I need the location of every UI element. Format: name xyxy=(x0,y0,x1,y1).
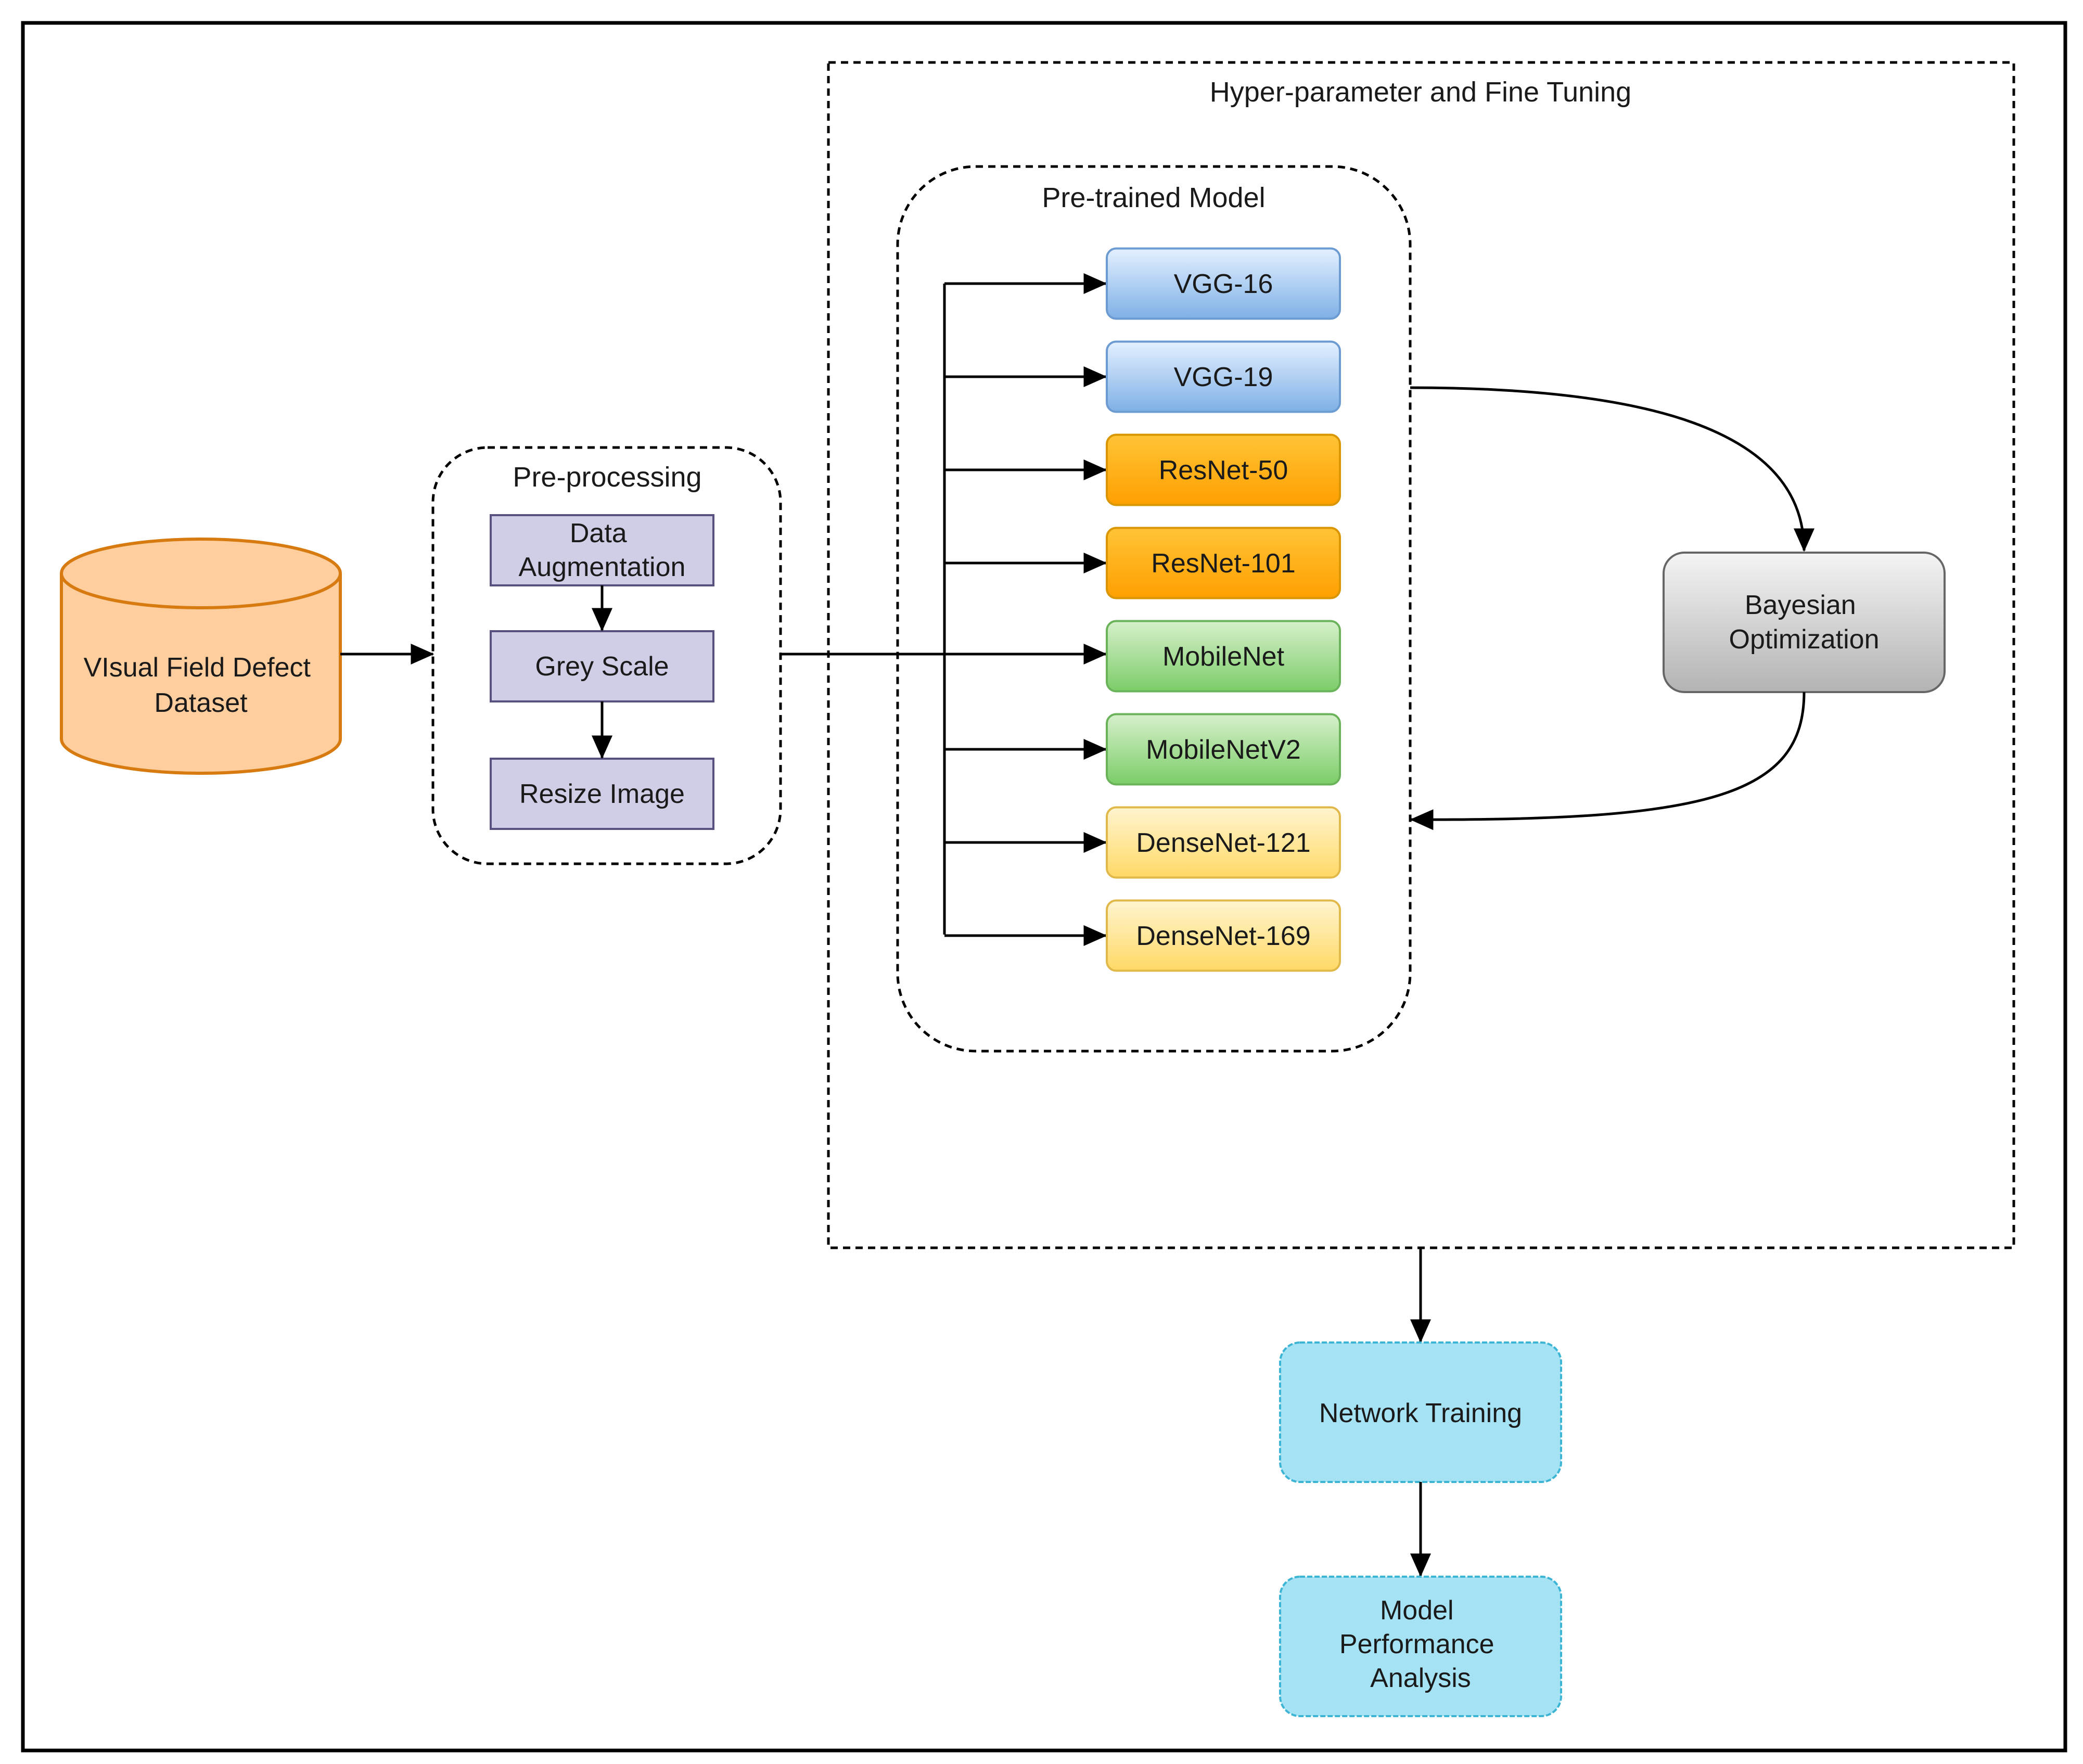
model-box-vgg-19 xyxy=(1106,340,1341,413)
preprocessing-title: Pre-processing xyxy=(513,462,701,493)
model-label-mobilenetv2: MobileNetV2 xyxy=(1146,735,1301,765)
model-label-resnet-101: ResNet-101 xyxy=(1151,548,1295,579)
model-box-resnet-50 xyxy=(1106,433,1341,506)
resize-image-label: Resize Image xyxy=(519,779,685,809)
dataset-label-line-1: VIsual Field Defect xyxy=(84,653,311,683)
data-augmentation-label-line-1: Data xyxy=(570,518,627,548)
model-box-resnet-101 xyxy=(1106,527,1341,599)
network-training-label: Network Training xyxy=(1319,1398,1522,1428)
data-augmentation-label-line-2: Augmentation xyxy=(519,552,686,582)
model-box-densenet-169 xyxy=(1106,899,1341,972)
model-label-densenet-169: DenseNet-169 xyxy=(1136,921,1310,951)
model-box-mobilenetv2 xyxy=(1106,713,1341,786)
model-label-vgg-16: VGG-16 xyxy=(1174,269,1273,299)
model-box-mobilenet xyxy=(1106,620,1341,693)
arrow-models-to-bayesian xyxy=(1410,386,1814,552)
figure-border xyxy=(21,21,2067,1753)
hyperparameter-frame-title: Hyper-parameter and Fine Tuning xyxy=(1210,76,1631,108)
bayesian-optimization-label-line-2: Optimization xyxy=(1729,624,1880,655)
dataset-node: VIsual Field Defect Dataset xyxy=(60,538,342,775)
model-label-resnet-50: ResNet-50 xyxy=(1159,455,1288,485)
model-performance-analysis-line-1: Model xyxy=(1380,1595,1454,1626)
model-box-densenet-121 xyxy=(1106,806,1341,879)
model-performance-analysis-label: Model Performance Analysis xyxy=(1339,1595,1502,1693)
model-performance-analysis-line-3: Analysis xyxy=(1370,1663,1471,1693)
dataset-label: VIsual Field Defect Dataset xyxy=(84,653,318,718)
network-training-box xyxy=(1279,1341,1562,1483)
model-performance-analysis-box xyxy=(1279,1576,1562,1717)
grey-scale-label: Grey Scale xyxy=(535,651,669,682)
model-label-densenet-121: DenseNet-121 xyxy=(1136,828,1310,858)
bayesian-optimization-label: Bayesian Optimization xyxy=(1729,590,1880,655)
bayesian-optimization-box xyxy=(1663,552,1946,693)
bayesian-optimization-label-line-1: Bayesian xyxy=(1745,590,1856,620)
model-label-mobilenet: MobileNet xyxy=(1162,642,1285,672)
model-performance-analysis-line-2: Performance xyxy=(1339,1629,1494,1659)
data-augmentation-box xyxy=(490,514,714,586)
dataset-cylinder-body xyxy=(60,573,342,775)
preprocessing-group xyxy=(431,446,782,865)
arrow-bayesian-to-models xyxy=(1410,692,1806,830)
pretrained-model-group xyxy=(896,165,1412,1053)
model-box-vgg-16 xyxy=(1106,247,1341,320)
dataset-cylinder-top xyxy=(60,538,342,609)
dataset-label-line-2: Dataset xyxy=(154,688,248,718)
pretrained-model-title: Pre-trained Model xyxy=(1042,182,1265,213)
data-augmentation-label: Data Augmentation xyxy=(519,518,686,582)
model-label-vgg-19: VGG-19 xyxy=(1174,362,1273,392)
